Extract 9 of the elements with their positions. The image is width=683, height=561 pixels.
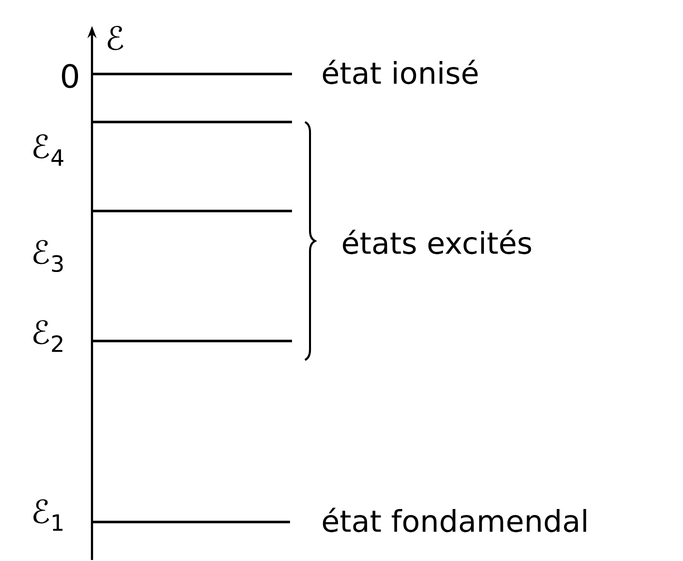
level-label: 0 [62,64,78,88]
level-label: ℰ$_{2}$ [33,320,62,352]
state-label: état fondamendal [322,508,586,532]
axis-label: ℰ [108,26,124,50]
level-label: ℰ$_{3}$ [33,240,63,272]
level-label: ℰ$_{4}$ [33,134,64,166]
state-label: états excités [342,230,532,254]
state-label: état ionisé [322,60,478,84]
level-label: ℰ$_{1}$ [33,499,62,531]
